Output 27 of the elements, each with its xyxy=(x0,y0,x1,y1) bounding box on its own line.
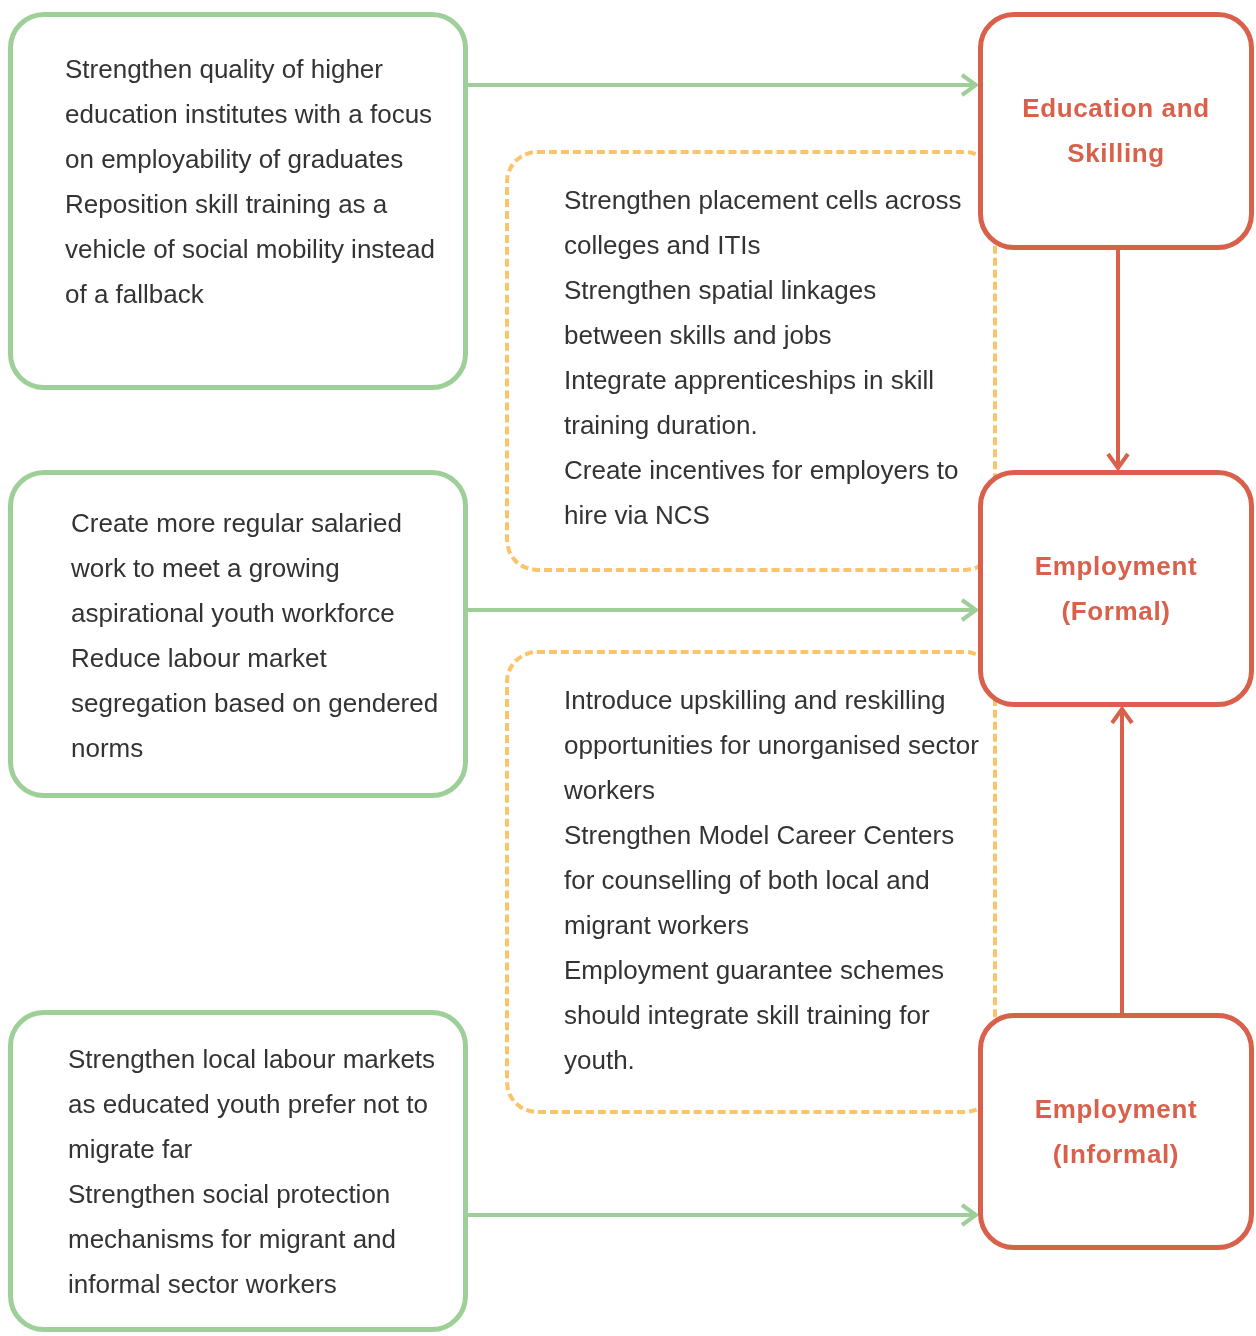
arrow xyxy=(1110,707,1134,1013)
arrow xyxy=(468,73,978,97)
outcome-box xyxy=(978,1013,1254,1250)
policy-text: Create incentives for employers to hire via NCS xyxy=(564,454,960,532)
outcome-label: Education and Skilling xyxy=(1021,92,1211,170)
outcome-label: Employment (Formal) xyxy=(1033,549,1199,628)
policy-text: Strengthen local labour markets as educated youth prefer not to migrate far xyxy=(68,1043,437,1166)
policy-text: Strengthen spatial linkages between skills and jobs xyxy=(564,274,878,352)
outcome-box xyxy=(978,12,1254,250)
policy-text: Reduce labour market segregation based on gendered norms xyxy=(71,642,440,765)
policy-text: Introduce upskilling and reskilling opportunities for unorganised sector workers xyxy=(564,684,980,807)
policy-text: Employment guarantee schemes should integrate skill training for youth. xyxy=(564,954,946,1077)
arrow xyxy=(468,1203,978,1227)
policy-box xyxy=(8,1010,468,1332)
arrow xyxy=(1106,250,1130,470)
policy-text: Strengthen placement cells across colleges and ITIs xyxy=(564,184,963,262)
policy-text: Integrate apprenticeships in skill training duration. xyxy=(564,364,935,442)
policy-text: Strengthen Model Career Centers for counselling of both local and migrant workers xyxy=(564,819,956,942)
policy-text: Reposition skill training as a vehicle of social mobility instead of a fallback xyxy=(65,188,436,311)
policy-box xyxy=(8,12,468,390)
policy-text: Create more regular salaried work to meet a growing aspirational youth workforce xyxy=(71,507,403,630)
outcome-box xyxy=(978,470,1254,707)
policy-text: Strengthen social protection mechanisms for migrant and informal sector workers xyxy=(68,1178,398,1301)
arrow xyxy=(468,598,978,622)
policy-box xyxy=(8,470,468,798)
outcome-label: Employment (Informal) xyxy=(1033,1092,1199,1171)
policy-text: Strengthen quality of higher education institutes with a focus on employability of graduates xyxy=(65,53,434,176)
